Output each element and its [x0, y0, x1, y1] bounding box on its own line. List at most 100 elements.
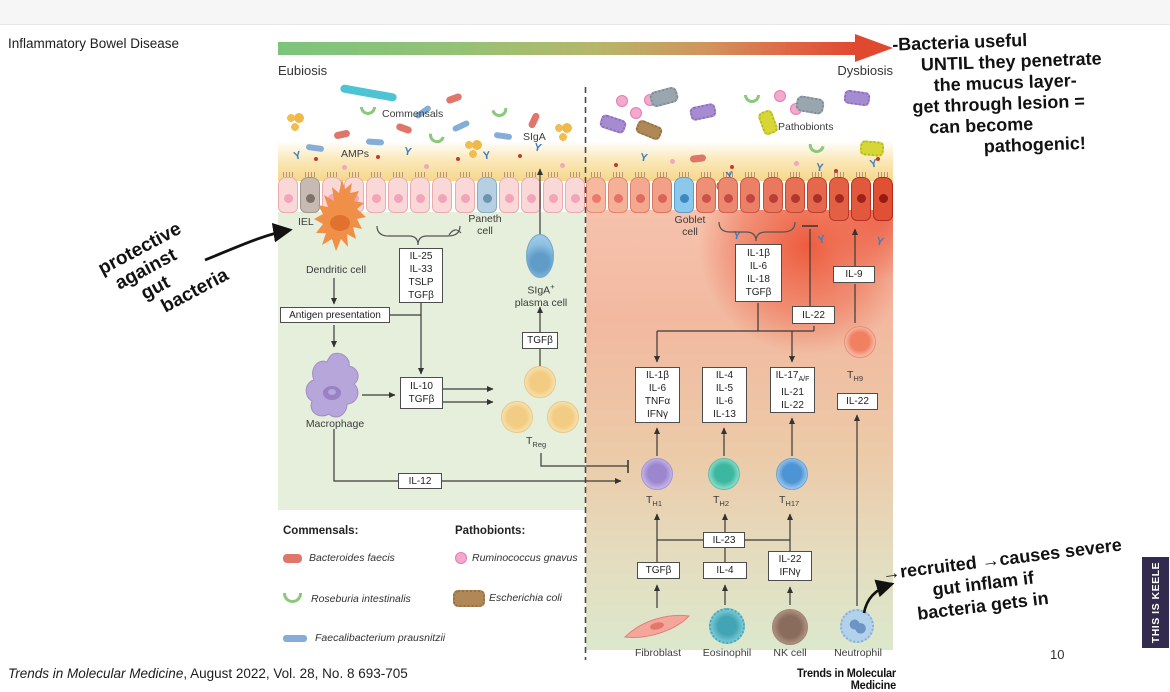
nk-cell-label: NK cell — [773, 647, 807, 659]
cell-nucleus — [834, 194, 844, 203]
cell-nucleus — [614, 194, 624, 203]
legend-item: Roseburia intestinalis — [311, 593, 411, 605]
figure-panel: YYYYYYYYYYYY Commensals Pathobionts AMPs… — [278, 84, 893, 662]
microvilli-tuft — [305, 172, 317, 177]
eubiosis-label: Eubiosis — [278, 63, 328, 78]
keele-badge: THIS IS KEELE — [1142, 557, 1169, 648]
epithelial-cell — [520, 172, 541, 213]
page-title: Inflammatory Bowel Disease — [8, 36, 180, 51]
th17-label: TH17 — [779, 494, 800, 509]
cytokine-box-il4: IL-4 — [703, 562, 747, 579]
dendritic-cell-icon — [314, 179, 366, 251]
bacteroides-faecis-icon — [283, 554, 302, 563]
legend-commensals-header: Commensals: — [283, 525, 359, 537]
cell-nucleus — [768, 194, 778, 203]
cytokine-box-il12: IL-12 — [398, 473, 442, 489]
commensals-lumen-label: Commensals — [382, 108, 444, 120]
epithelial-cell — [410, 172, 431, 213]
dot-pink-icon — [794, 161, 799, 166]
microvilli-tuft — [327, 172, 339, 177]
iel-label: IEL — [298, 216, 314, 228]
brace-epithelium-left — [376, 225, 461, 246]
microvilli-tuft — [371, 172, 383, 177]
nk-cell-icon — [772, 609, 808, 645]
coccus-pink-icon — [774, 90, 786, 102]
epithelial-cell — [498, 172, 519, 213]
curve-green-icon — [744, 95, 760, 103]
cell-nucleus — [460, 194, 470, 203]
paneth-pointer-curve — [448, 229, 462, 236]
antigen-presentation-box: Antigen presentation — [280, 307, 390, 323]
gradient-arrow-head-icon — [855, 34, 893, 62]
dot-red-icon — [314, 157, 318, 161]
cell-nucleus — [724, 194, 734, 203]
brace-epithelium-right — [718, 221, 796, 242]
dot-pink-icon — [342, 165, 347, 170]
dot-red-icon — [456, 157, 460, 161]
microvilli-tuft — [547, 172, 559, 177]
dot-red-icon — [834, 169, 838, 173]
handwritten-arrow-from-neutrophil — [862, 579, 895, 614]
cell-nucleus — [548, 194, 558, 203]
epithelial-cell — [806, 172, 827, 213]
th9-cell-icon — [844, 326, 876, 358]
cell-nucleus — [394, 194, 404, 203]
cytokine-box-il22-th9: IL-22 — [837, 393, 878, 410]
th17-cell-icon — [776, 458, 808, 490]
curve-green-icon — [360, 107, 376, 115]
page-number: 10 — [1050, 647, 1065, 662]
roseburia-intestinalis-icon — [283, 593, 302, 603]
cell-nucleus — [592, 194, 601, 203]
handwritten-note-top-right: -Bacteria useful UNTIL they penetrate th… — [891, 29, 1102, 157]
amps-label: AMPs — [341, 148, 370, 160]
dot-red-icon — [518, 154, 522, 158]
cell-nucleus — [504, 194, 514, 203]
microvilli-tuft — [789, 172, 801, 177]
siga-label: SIgA — [523, 131, 546, 143]
citation: Trends in Molecular Medicine, August 202… — [8, 666, 408, 681]
dots-yellow-icon — [286, 113, 304, 131]
epithelial-cell — [564, 172, 585, 213]
journal-logo: Trends in Molecular Medicine — [797, 668, 896, 692]
cell-nucleus — [438, 194, 448, 203]
dot-pink-icon — [670, 159, 675, 164]
microvilli-tuft — [415, 172, 427, 177]
microvilli-tuft — [767, 172, 779, 177]
citation-journal: Trends in Molecular Medicine — [8, 666, 184, 681]
cell-nucleus — [482, 194, 492, 203]
microvilli-tuft — [393, 172, 405, 177]
epithelial-cell — [432, 172, 453, 213]
eosinophil-icon — [709, 608, 745, 644]
cell-nucleus — [658, 194, 668, 203]
treg-cell-icon — [524, 366, 556, 398]
spectrum-labels: Eubiosis Dysbiosis — [278, 63, 893, 78]
eosinophil-label: Eosinophil — [702, 647, 752, 659]
cell-nucleus — [702, 194, 712, 203]
cell-nucleus — [416, 194, 426, 203]
pathobionts-lumen-label: Pathobionts — [778, 121, 834, 133]
microvilli-tuft — [613, 172, 625, 177]
treg-label: TReg — [526, 435, 547, 450]
cell-nucleus — [856, 194, 866, 203]
dot-red-icon — [876, 157, 880, 161]
dot-red-icon — [614, 163, 618, 167]
epithelium-left — [278, 172, 585, 227]
cell-nucleus — [746, 194, 756, 203]
faecalibacterium-prausnitzii-icon — [283, 635, 307, 642]
microvilli-tuft — [283, 172, 294, 177]
window-top-strip — [0, 0, 1170, 25]
epithelium-right — [586, 172, 893, 227]
microvilli-tuft — [481, 172, 493, 177]
cell-nucleus — [570, 194, 580, 203]
line-treg-inhibits-th1 — [540, 453, 628, 467]
cell-nucleus — [680, 194, 690, 203]
cell-nucleus — [372, 194, 382, 203]
paneth-cell — [476, 172, 497, 213]
th2-cell-icon — [708, 458, 740, 490]
microvilli-tuft — [525, 172, 537, 177]
legend-pathobionts-header: Pathobionts: — [455, 525, 526, 537]
